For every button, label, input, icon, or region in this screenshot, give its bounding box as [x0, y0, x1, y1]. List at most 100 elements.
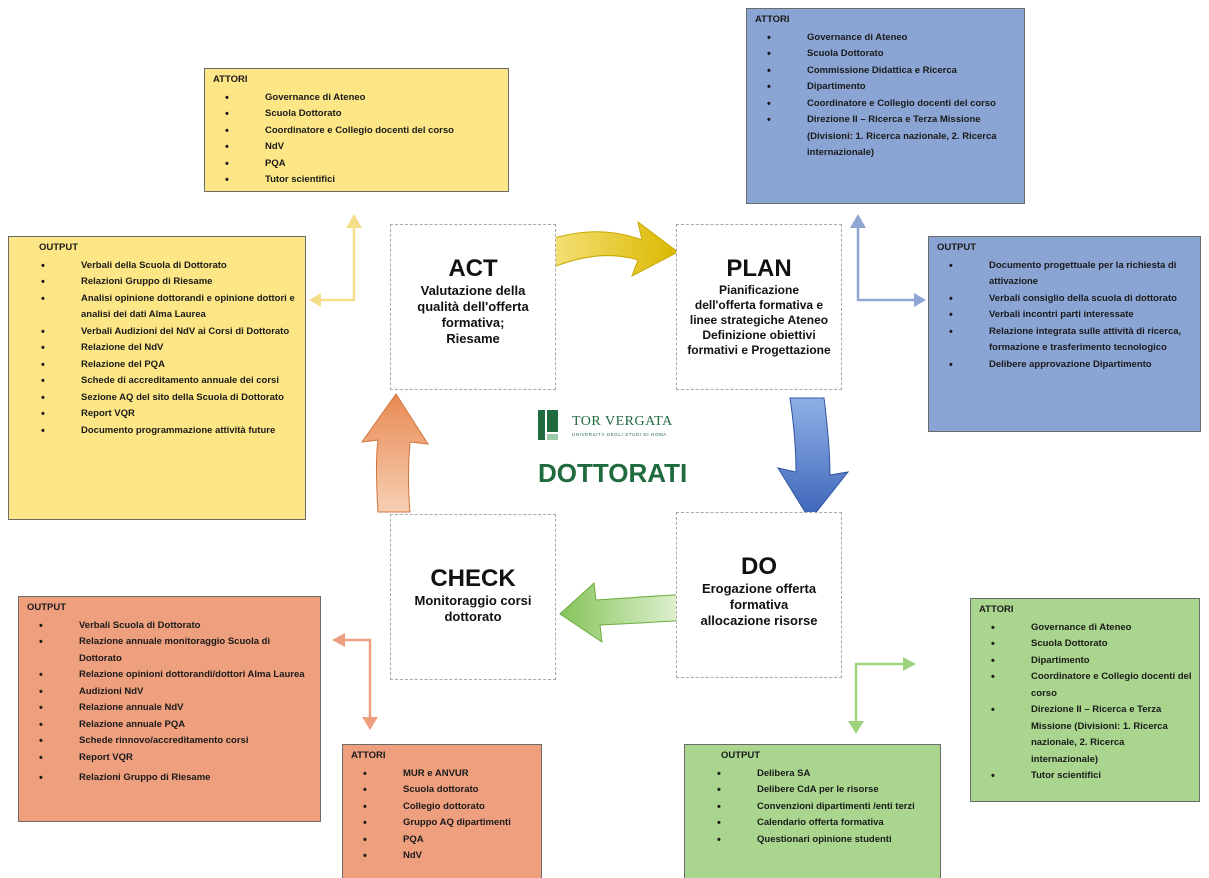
plan-to-do-arrow — [776, 397, 850, 521]
plan-phase-box: PLAN Pianificazione dell'offerta formati… — [676, 224, 842, 390]
plan-attori-header: ATTORI — [755, 14, 790, 25]
check-line: Monitoraggio corsi — [414, 593, 532, 608]
list-item: Report VQR — [27, 750, 314, 767]
act-output-header: OUTPUT — [39, 242, 79, 253]
act-to-plan-arrow — [547, 220, 679, 278]
list-item: Tutor scientifici — [213, 172, 502, 189]
list-item: Verbali della Scuola di Dottorato — [29, 258, 299, 275]
act-line: Riesame — [446, 331, 500, 346]
list-item: Dipartimento — [755, 79, 1018, 96]
list-item: Delibera SA — [705, 766, 934, 783]
act-line: Valutazione della — [420, 283, 526, 298]
list-item: Audizioni NdV — [27, 684, 314, 701]
do-attori-header: ATTORI — [979, 604, 1014, 615]
check-phase-box: CHECK Monitoraggio corsi dottorato — [390, 514, 556, 680]
list-item: Relazione annuale NdV — [27, 700, 314, 717]
tor-vergata-logo: TOR VERGATA UNIVERSITÀ DEGLI STUDI DI RO… — [538, 410, 708, 494]
logo-brand: TOR VERGATA — [572, 414, 673, 429]
do-line: Erogazione offerta — [701, 581, 817, 596]
list-item: Tutor scientifici — [979, 768, 1193, 785]
list-item: PQA — [213, 156, 502, 173]
list-item: Scuola Dottorato — [213, 106, 502, 123]
act-line: formativa; — [441, 315, 505, 330]
check-output-box: OUTPUT Verbali Scuola di Dottorato Relaz… — [18, 596, 321, 822]
list-item: Relazioni Gruppo di Riesame — [29, 274, 299, 291]
list-item: Direzione II – Ricerca e Terza Missione … — [979, 702, 1193, 768]
list-item: Relazione del NdV — [29, 340, 299, 357]
check-to-act-arrow — [360, 393, 429, 513]
do-phase-box: DO Erogazione offerta formativa allocazi… — [676, 512, 842, 678]
list-item: Schede rinnovo/accreditamento corsi — [27, 733, 314, 750]
act-attori-header: ATTORI — [213, 74, 248, 85]
plan-title: PLAN — [726, 255, 792, 282]
do-output-header: OUTPUT — [721, 750, 761, 761]
act-phase-box: ACT Valutazione della qualità dell'offer… — [390, 224, 556, 390]
check-line: dottorato — [444, 609, 502, 624]
list-item: Report VQR — [29, 406, 299, 423]
list-item: Dipartimento — [979, 653, 1193, 670]
list-item: Verbali Scuola di Dottorato — [27, 618, 314, 635]
check-attori-header: ATTORI — [351, 750, 386, 761]
list-item: Relazioni Gruppo di Riesame — [27, 770, 314, 787]
list-item: MUR e ANVUR — [351, 766, 535, 783]
plan-line: Definizione obiettivi — [702, 328, 816, 342]
do-to-check-arrow — [559, 581, 693, 644]
list-item: Documento programmazione attività future — [29, 423, 299, 440]
plan-line: linee strategiche Ateneo — [689, 313, 829, 327]
list-item: Collegio dottorato — [351, 799, 535, 816]
list-item: Coordinatore e Collegio docenti del cors… — [979, 669, 1193, 702]
list-item: NdV — [351, 848, 535, 865]
list-item: Governance di Ateneo — [755, 30, 1018, 47]
do-connectors — [854, 662, 904, 722]
list-item: Relazione annuale monitoraggio Scuola di… — [27, 634, 314, 667]
list-item: Gruppo AQ dipartimenti — [351, 815, 535, 832]
do-line: allocazione risorse — [700, 613, 818, 628]
plan-output-header: OUTPUT — [937, 242, 977, 253]
plan-attori-box: ATTORI Governance di Ateneo Scuola Dotto… — [746, 8, 1025, 204]
plan-line: formativi e Progettazione — [687, 343, 831, 357]
list-item: Delibere CdA per le risorse — [705, 782, 934, 799]
list-item: Delibere approvazione Dipartimento — [937, 357, 1194, 374]
check-attori-box: ATTORI MUR e ANVUR Scuola dottorato Coll… — [342, 744, 542, 878]
list-item: Verbali consiglio della scuola di dottor… — [937, 291, 1194, 308]
list-item: Governance di Ateneo — [213, 90, 502, 107]
plan-output-box: OUTPUT Documento progettuale per la rich… — [928, 236, 1201, 432]
act-output-box: OUTPUT Verbali della Scuola di Dottorato… — [8, 236, 306, 520]
do-line: formativa — [729, 597, 789, 612]
list-item: Convenzioni dipartimenti /enti terzi — [705, 799, 934, 816]
list-item: Calendario offerta formativa — [705, 815, 934, 832]
plan-line: Pianificazione — [718, 283, 800, 297]
list-item: Relazione opinioni dottorandi/dottori Al… — [27, 667, 314, 684]
list-item: PQA — [351, 832, 535, 849]
plan-line: dell'offerta formativa e — [694, 298, 824, 312]
act-title: ACT — [448, 255, 498, 282]
logo-title: DOTTORATI — [538, 458, 688, 488]
list-item: Schede di accreditamento annuale dei cor… — [29, 373, 299, 390]
list-item: NdV — [213, 139, 502, 156]
list-item: Questionari opinione studenti — [705, 832, 934, 849]
university-emblem-icon — [538, 410, 558, 440]
list-item: Sezione AQ del sito della Scuola di Dott… — [29, 390, 299, 407]
list-item: Governance di Ateneo — [979, 620, 1193, 637]
list-item: Verbali Audizioni del NdV ai Corsi di Do… — [29, 324, 299, 341]
do-title: DO — [741, 553, 777, 580]
list-item: Analisi opinione dottorandi e opinione d… — [29, 291, 299, 324]
list-item: Relazione del PQA — [29, 357, 299, 374]
list-item: Documento progettuale per la richiesta d… — [937, 258, 1194, 291]
plan-connectors — [856, 226, 916, 302]
list-item: Commissione Didattica e Ricerca — [755, 63, 1018, 80]
list-item: Direzione II – Ricerca e Terza Missione … — [755, 112, 1018, 162]
do-attori-box: ATTORI Governance di Ateneo Scuola Dotto… — [970, 598, 1200, 802]
check-connectors — [344, 638, 372, 718]
check-title: CHECK — [430, 565, 516, 592]
act-connectors — [318, 226, 356, 302]
list-item: Verbali incontri parti interessate — [937, 307, 1194, 324]
act-line: qualità dell'offerta — [417, 299, 529, 314]
list-item: Scuola Dottorato — [979, 636, 1193, 653]
list-item: Scuola dottorato — [351, 782, 535, 799]
act-attori-box: ATTORI Governance di Ateneo Scuola Dotto… — [204, 68, 509, 192]
list-item: Relazione integrata sulle attività di ri… — [937, 324, 1194, 357]
logo-tagline: UNIVERSITÀ DEGLI STUDI DI ROMA — [572, 432, 668, 437]
check-output-header: OUTPUT — [27, 602, 67, 613]
